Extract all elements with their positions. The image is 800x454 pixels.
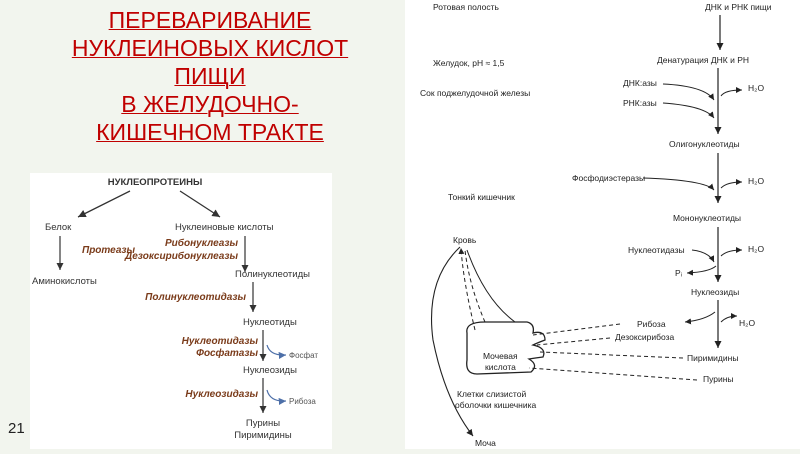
title-line-5: КИШЕЧНОМ ТРАКТЕ (30, 118, 390, 146)
right-digestion-diagram: Ротовая полость Желудок, pH ≈ 1,5 Сок по… (405, 0, 800, 449)
blood-to-cell-curve (467, 250, 515, 322)
deoxyribose-label: Дезоксирибоза (615, 332, 675, 342)
dashed-deoxyribose-to-cell (537, 338, 610, 345)
pyrimidines-right-label: Пиримидины (687, 353, 738, 363)
rnase-label: РНК:азы (623, 98, 657, 108)
uric-acid-line1: Мочевая (483, 351, 518, 361)
nucleoproteins-label: НУКЛЕОПРОТЕИНЫ (108, 177, 203, 188)
phosphodiesterase-arrow (643, 178, 714, 190)
urine-label: Моча (475, 438, 496, 448)
title-line-3: ПИЩИ (30, 62, 390, 90)
oral-cavity-label: Ротовая полость (433, 2, 500, 12)
water3-arrow (721, 250, 742, 256)
water1-arrow (721, 90, 742, 96)
title-line-4: В ЖЕЛУДОЧНО- (30, 90, 390, 118)
title-line-1: ПЕРЕВАРИВАНИЕ (30, 6, 390, 34)
polynucleotides-label: Полинуклеотиды (235, 269, 310, 280)
food-dna-rna-label: ДНК и РНК пищи (705, 2, 772, 12)
purines-right-label: Пурины (703, 374, 734, 384)
nucleotidases-arrow (692, 250, 714, 262)
dnase-label: ДНК:азы (623, 78, 657, 88)
dashed-ribose-to-cell (533, 324, 620, 335)
water2-arrow (721, 182, 742, 188)
ribose-out-arrow (685, 312, 715, 322)
slide-title: ПЕРЕВАРИВАНИЕ НУКЛЕИНОВЫХ КИСЛОТ ПИЩИ В … (30, 6, 390, 146)
arrow-to-phosphate (267, 345, 286, 355)
protein-label: Белок (45, 222, 72, 233)
nucleosidase-enzyme: Нуклеозидазы (185, 389, 258, 400)
dnase-arrow (663, 84, 714, 100)
amino-acids-label: Аминокислоты (32, 276, 97, 287)
stomach-label: Желудок, pH ≈ 1,5 (433, 58, 505, 68)
ribose-right-label: Рибоза (637, 319, 666, 329)
purines-label: Пурины (246, 418, 280, 429)
polynucleotidase-enzyme: Полинуклеотидазы (145, 292, 246, 303)
mucosa-label-line2: оболочки кишечника (455, 400, 536, 410)
nucleotidases-label: Нуклеотидазы (628, 245, 685, 255)
uric-acid-line2: кислота (485, 362, 516, 372)
phosphate-label: Фосфат (289, 351, 318, 360)
mucosa-label-line1: Клетки слизистой (457, 389, 526, 399)
arrow-to-protein (78, 191, 130, 217)
oligonucleotides-label: Олигонуклеотиды (669, 139, 740, 149)
arrow-to-nucleic-acids (180, 191, 220, 217)
pi-label: Pᵢ (675, 268, 682, 278)
pi-arrow (687, 266, 716, 273)
page-number: 21 (8, 420, 25, 437)
blood-label: Кровь (453, 235, 477, 245)
pancreatic-juice-label: Сок поджелудочной железы (420, 88, 530, 98)
denaturation-label: Денатурация ДНК и РН (657, 55, 749, 65)
phosphatase-enzyme: Фосфатазы (196, 347, 258, 359)
mononucleotides-label: Мононуклеотиды (673, 213, 741, 223)
deoxyribonuclease-enzyme: Дезоксирибонуклеазы (124, 250, 238, 262)
dashed-pyrimidines-to-cell (540, 352, 683, 358)
arrow-to-ribose (267, 390, 286, 401)
water3-label: H₂O (748, 244, 764, 254)
rnase-arrow (663, 103, 714, 118)
nucleotidase-enzyme: Нуклеотидазы (182, 336, 259, 347)
left-diagram-svg: НУКЛЕОПРОТЕИНЫ Белок Нуклеиновые кислоты… (30, 173, 332, 449)
dashed-cell-to-blood-2 (465, 250, 485, 322)
pyrimidines-label: Пиримидины (234, 430, 292, 441)
water4-label: H₂O (739, 318, 755, 328)
water2-label: H₂O (748, 176, 764, 186)
title-line-2: НУКЛЕИНОВЫХ КИСЛОТ (30, 34, 390, 62)
water4-arrow (721, 316, 737, 322)
ribose-label: Рибоза (289, 397, 316, 406)
nucleic-acids-label: Нуклеиновые кислоты (175, 222, 274, 233)
left-digestion-diagram: НУКЛЕОПРОТЕИНЫ Белок Нуклеиновые кислоты… (30, 173, 332, 449)
ribonuclease-enzyme: Рибонуклеазы (165, 237, 238, 249)
dashed-purines-to-cell (529, 368, 697, 380)
small-intestine-label: Тонкий кишечник (448, 192, 515, 202)
right-diagram-svg: Ротовая полость Желудок, pH ≈ 1,5 Сок по… (405, 0, 800, 449)
phosphodiesterase-label: Фосфодиэстеразы (572, 173, 645, 183)
nucleosides-label: Нуклеозиды (243, 365, 297, 376)
nucleotides-label: Нуклеотиды (243, 317, 297, 328)
water1-label: H₂O (748, 83, 764, 93)
nucleosides-right-label: Нуклеозиды (691, 287, 739, 297)
